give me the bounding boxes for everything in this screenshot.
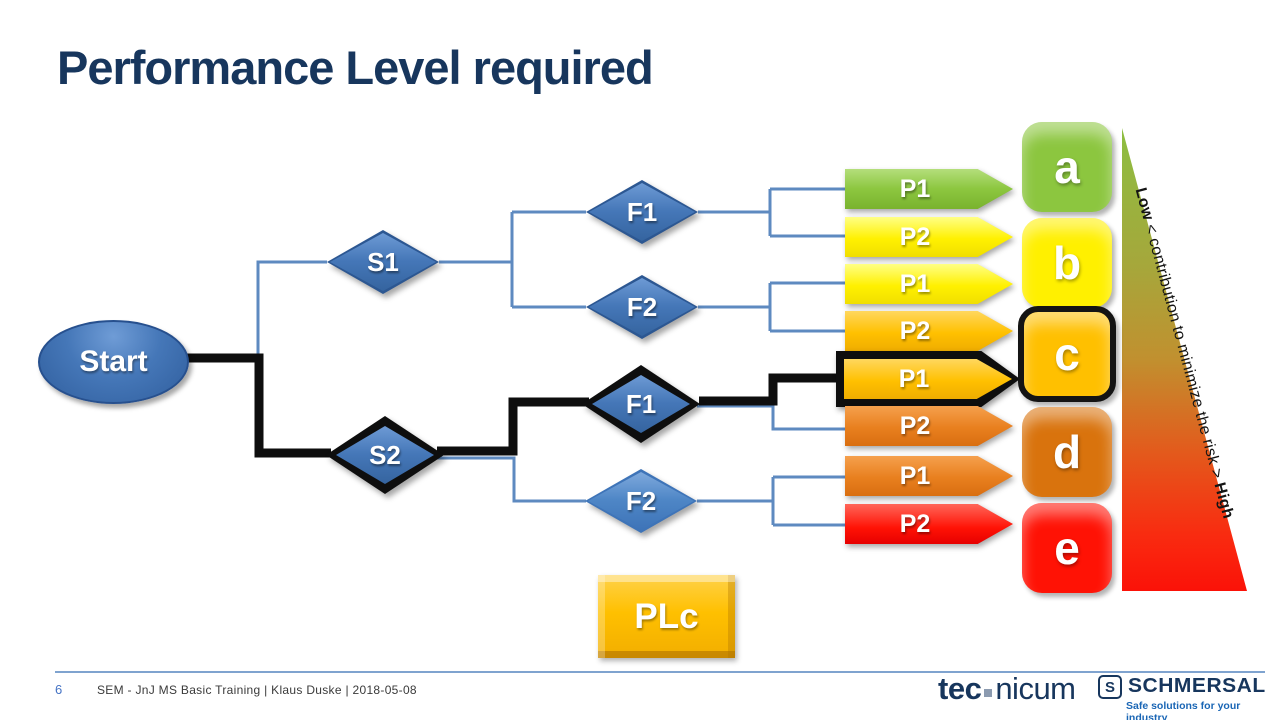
tecnicum-logo: tec nicum	[938, 671, 1076, 707]
arrow-p2-amber: P2	[845, 311, 1013, 351]
decision-f1-lower: F1	[582, 365, 700, 443]
level-box-e: e	[1022, 503, 1112, 593]
arrow-p1-orange-label: P1	[899, 461, 931, 490]
arrow-p1-yellow: P1	[845, 264, 1013, 304]
arrow-p1-yellow-label: P1	[899, 269, 931, 298]
schmersal-wordmark: SCHMERSAL	[1128, 675, 1266, 697]
page-title: Performance Level required	[57, 41, 654, 94]
start-label: Start	[79, 345, 148, 378]
arrow-p2-red-label: P2	[899, 509, 931, 538]
arrow-p1-selected-label: P1	[898, 364, 930, 393]
decision-f2-upper-label: F2	[626, 291, 658, 322]
schmersal-logo: S SCHMERSAL Safe solutions for your indu…	[1098, 675, 1268, 720]
decision-s1: S1	[327, 230, 439, 294]
arrow-p2-yellow-label: P2	[899, 222, 931, 251]
risk-gradient-triangle	[1122, 128, 1247, 591]
arrow-p1-orange: P1	[845, 456, 1013, 496]
arrow-p2-orange-label: P2	[899, 411, 931, 440]
decision-f2-lower-label: F2	[625, 485, 657, 516]
level-box-d: d	[1022, 407, 1112, 497]
arrow-p1-green: P1	[845, 169, 1013, 209]
decision-f2-lower: F2	[585, 469, 697, 533]
arrow-p2-yellow: P2	[845, 217, 1013, 257]
decision-s1-label: S1	[367, 246, 399, 277]
decision-f2-upper: F2	[586, 275, 698, 339]
blue-connectors	[256, 187, 846, 527]
decision-s2-label: S2	[369, 439, 401, 470]
decision-s2: S2	[326, 416, 444, 494]
level-box-b: b	[1022, 218, 1112, 308]
decision-f1-lower-label: F1	[625, 388, 657, 419]
footer-divider	[55, 671, 1265, 673]
start-node: Start	[38, 320, 189, 404]
tecnicum-logo-nicum: nicum	[995, 671, 1076, 706]
arrow-p2-amber-label: P2	[899, 316, 931, 345]
page-number: 6	[55, 682, 63, 697]
result-plc-box: PLc	[598, 575, 735, 658]
tecnicum-logo-tec: tec	[938, 671, 982, 706]
schmersal-emblem-icon: S	[1098, 675, 1122, 699]
arrow-p1-selected-outline: P1	[836, 351, 1020, 407]
decision-f1-upper-label: F1	[626, 196, 658, 227]
decision-f1-upper: F1	[586, 180, 698, 244]
level-box-c-selected: c	[1018, 306, 1116, 402]
arrow-p2-red: P2	[845, 504, 1013, 544]
arrow-p1-selected: P1	[836, 351, 1020, 407]
tecnicum-dot-icon	[984, 689, 993, 697]
level-box-a: a	[1022, 122, 1112, 212]
arrow-p1-green-label: P1	[899, 174, 931, 203]
footer-text: SEM - JnJ MS Basic Training | Klaus Dusk…	[97, 683, 417, 697]
schmersal-tagline: Safe solutions for your industry	[1126, 700, 1241, 720]
highlighted-path	[183, 353, 845, 458]
arrow-p2-orange: P2	[845, 406, 1013, 446]
